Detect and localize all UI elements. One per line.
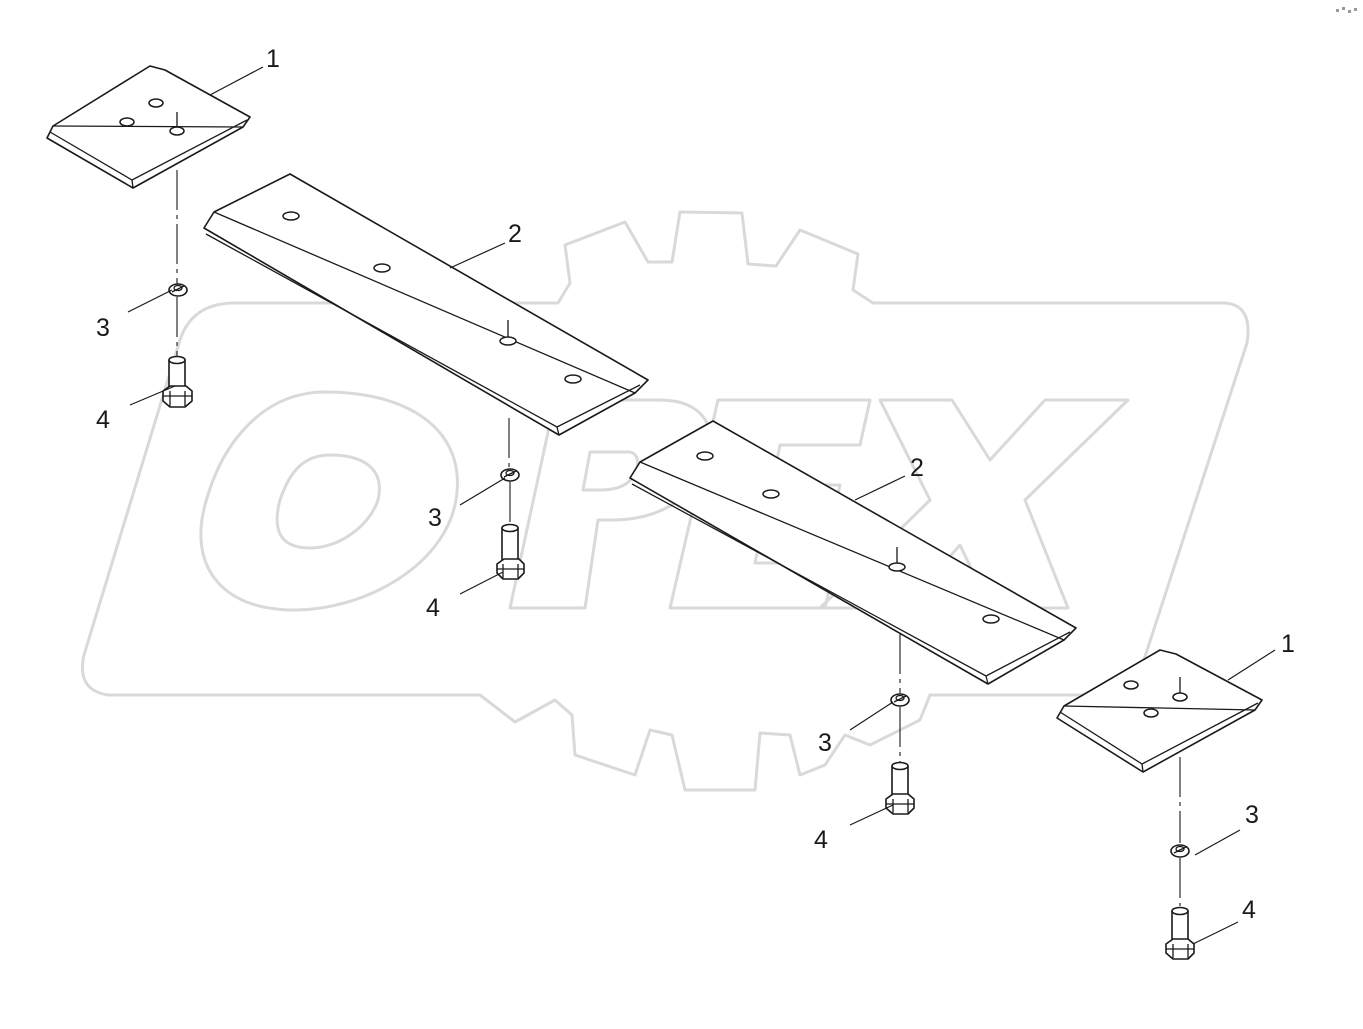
watermark-gear-outline [81, 210, 1250, 792]
callout-part-2: 2 [508, 220, 522, 248]
callout-part-3: 3 [428, 504, 442, 532]
bolt-hole [564, 374, 582, 384]
watermark-letter-o [199, 390, 459, 612]
bolt-hole [1172, 692, 1188, 702]
callout-part-4: 4 [814, 826, 828, 854]
watermark-letter-x [818, 398, 1130, 610]
callouts: 1 2 3 4 3 4 2 1 3 4 3 4 [96, 45, 1295, 924]
part-2-lower-long-knife [629, 420, 1077, 685]
leader-lines [127, 66, 1276, 945]
lock-washer [1170, 844, 1190, 858]
fastener-set-c [885, 634, 915, 815]
hex-bolt [496, 523, 525, 580]
bolt-hole [1143, 708, 1159, 718]
callout-part-3: 3 [818, 729, 832, 757]
bolt-hole [696, 451, 714, 461]
hex-bolt [885, 761, 915, 815]
part-2-upper-long-knife [203, 173, 649, 436]
part-1-lower-knife-plate [1056, 649, 1263, 773]
callout-part-4: 4 [96, 406, 110, 434]
callout-part-4: 4 [426, 594, 440, 622]
fastener-set-a [162, 170, 193, 408]
callout-part-3: 3 [1245, 801, 1259, 829]
fastener-set-d [1165, 757, 1195, 960]
hex-bolt [1165, 906, 1195, 960]
hex-bolt [162, 355, 193, 408]
bolt-hole [148, 98, 164, 108]
lock-washer [500, 468, 520, 482]
bolt-hole [888, 562, 906, 572]
bolt-hole [373, 263, 391, 273]
bolt-hole [762, 489, 780, 499]
bolt-hole [499, 336, 517, 346]
lock-washer [168, 283, 188, 297]
bolt-hole [982, 614, 1000, 624]
bolt-hole [282, 211, 300, 221]
corner-marker [1336, 7, 1357, 13]
callout-part-4: 4 [1242, 896, 1256, 924]
callout-part-3: 3 [96, 314, 110, 342]
bolt-hole [119, 117, 135, 127]
callout-part-1: 1 [1281, 630, 1295, 658]
lock-washer [890, 693, 910, 707]
callout-part-2: 2 [910, 454, 924, 482]
bolt-hole [169, 126, 185, 136]
callout-part-1: 1 [266, 45, 280, 73]
part-1-upper-knife-plate [46, 65, 251, 189]
fastener-set-b [496, 418, 525, 580]
bolt-hole [1123, 680, 1139, 690]
